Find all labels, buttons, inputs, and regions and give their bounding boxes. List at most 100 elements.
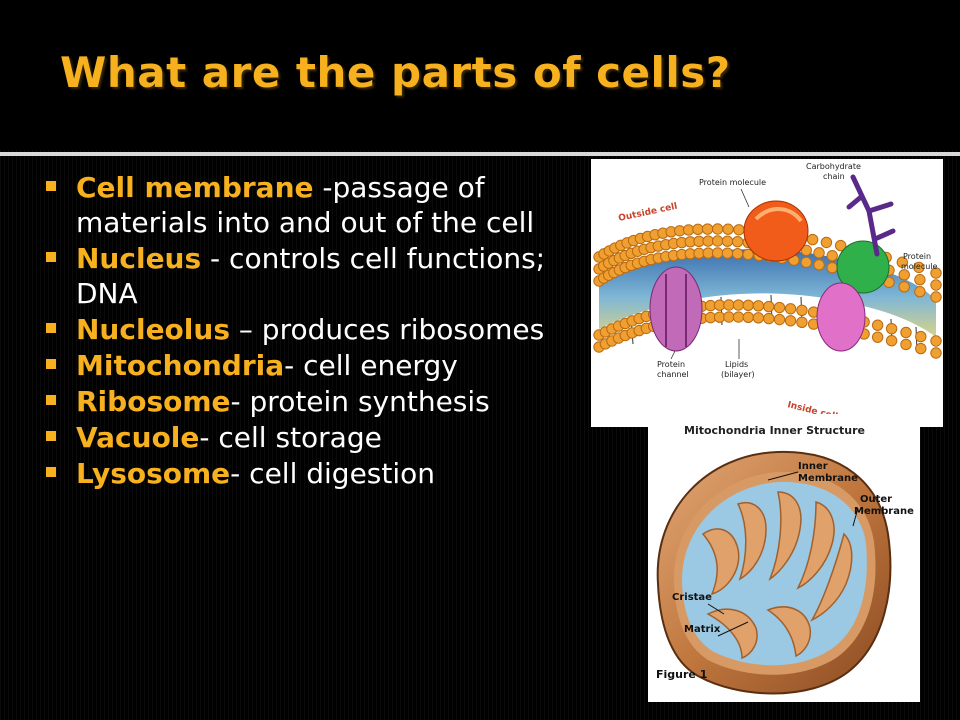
lipids-label-1: Lipids bbox=[725, 360, 748, 369]
lipids-label-2: (bilayer) bbox=[721, 370, 755, 379]
phospholipid-head-icon bbox=[742, 248, 754, 261]
bullet-text: - cell storage bbox=[199, 421, 382, 454]
phospholipid-head-icon bbox=[930, 335, 942, 347]
phospholipid-head-icon bbox=[900, 338, 912, 351]
bullet-item: Ribosome- protein synthesis bbox=[44, 384, 592, 419]
square-bullet-icon bbox=[46, 467, 56, 477]
phospholipid-head-icon bbox=[834, 239, 847, 252]
protein-channel-label-1: Protein bbox=[657, 360, 685, 369]
phospholipid-head-icon bbox=[731, 235, 744, 248]
phospholipid-head-icon bbox=[731, 247, 744, 260]
phospholipid-head-icon bbox=[711, 223, 724, 235]
matrix-label: Matrix bbox=[684, 624, 721, 635]
bullet-text: – produces ribosomes bbox=[230, 313, 545, 346]
protein-right-label-1: Protein bbox=[903, 252, 931, 261]
slide-title: What are the parts of cells? bbox=[60, 48, 731, 97]
square-bullet-icon bbox=[46, 359, 56, 369]
phospholipid-head-icon bbox=[930, 291, 942, 303]
phospholipid-head-icon bbox=[813, 247, 825, 259]
phospholipid-head-icon bbox=[752, 300, 765, 312]
phospholipid-head-icon bbox=[914, 286, 926, 298]
protein-channel-label-2: channel bbox=[657, 370, 689, 379]
phospholipid-head-icon bbox=[914, 274, 926, 286]
phospholipid-head-icon bbox=[773, 313, 786, 326]
phospholipid-head-icon bbox=[871, 319, 884, 331]
outside-cell-label: Outside cell bbox=[618, 202, 679, 224]
bullet-item: Mitochondria- cell energy bbox=[44, 348, 592, 383]
phospholipid-head-icon bbox=[732, 299, 745, 311]
bullet-term: Nucleolus bbox=[76, 313, 230, 346]
protein-molecule-label: Protein molecule bbox=[699, 178, 766, 187]
phospholipid-head-icon bbox=[896, 256, 908, 268]
outer-membrane-label-2: Membrane bbox=[854, 506, 914, 517]
phospholipid-head-icon bbox=[806, 233, 819, 246]
phospholipid-head-icon bbox=[800, 256, 812, 269]
phospholipid-head-icon bbox=[702, 235, 714, 247]
square-bullet-icon bbox=[46, 323, 56, 333]
bullet-text: - cell digestion bbox=[230, 457, 436, 490]
phospholipid-head-icon bbox=[915, 342, 927, 355]
phospholipid-head-icon bbox=[742, 299, 754, 311]
bullet-item: Lysosome- cell digestion bbox=[44, 456, 592, 491]
phospholipid-head-icon bbox=[930, 279, 942, 291]
inner-membrane-label-2: Membrane bbox=[798, 473, 858, 484]
outer-membrane-label-1: Outer bbox=[860, 494, 892, 505]
square-bullet-icon bbox=[46, 395, 56, 405]
inner-membrane-label-1: Inner bbox=[798, 461, 828, 472]
cristae-label: Cristae bbox=[672, 592, 712, 603]
phospholipid-head-icon bbox=[723, 299, 735, 311]
phospholipid-head-icon bbox=[763, 312, 775, 325]
phospholipid-head-icon bbox=[826, 261, 838, 274]
figure-caption: Figure 1 bbox=[656, 668, 707, 681]
phospholipid-head-icon bbox=[752, 312, 765, 324]
bullet-item: Vacuole- cell storage bbox=[44, 420, 592, 455]
phospholipid-head-icon bbox=[701, 223, 714, 235]
carbohydrate-label-1: Carbohydrate bbox=[806, 162, 861, 171]
phospholipid-head-icon bbox=[742, 311, 754, 323]
title-divider bbox=[0, 152, 960, 156]
phospholipid-head-icon bbox=[813, 259, 825, 271]
mitochondria-illustration: Mitochondria Inner Structure Inner Membr… bbox=[656, 424, 914, 695]
cell-membrane-figure: Outside cell Inside cell Protein molecul… bbox=[591, 159, 943, 427]
bullet-item: Cell membrane -passage of materials into… bbox=[44, 170, 592, 240]
bullet-text: - cell energy bbox=[284, 349, 458, 382]
phospholipid-head-icon bbox=[733, 224, 745, 236]
phospholipid-head-icon bbox=[885, 334, 898, 347]
square-bullet-icon bbox=[46, 252, 56, 262]
phospholipid-head-icon bbox=[721, 235, 734, 247]
phospholipid-head-icon bbox=[820, 236, 833, 249]
phospholipid-head-icon bbox=[871, 331, 884, 343]
bullet-item: Nucleolus – produces ribosomes bbox=[44, 312, 592, 347]
bullet-term: Mitochondria bbox=[76, 349, 285, 382]
carbohydrate-label-2: chain bbox=[823, 172, 845, 181]
phospholipid-head-icon bbox=[711, 247, 724, 259]
phospholipid-head-icon bbox=[930, 267, 942, 279]
cell-membrane-illustration: Outside cell Inside cell Protein molecul… bbox=[593, 162, 942, 422]
bullet-list: Cell membrane -passage of materials into… bbox=[44, 170, 592, 492]
phospholipid-head-icon bbox=[702, 247, 714, 259]
phospholipid-head-icon bbox=[900, 326, 912, 339]
phospholipid-head-icon bbox=[826, 249, 838, 262]
square-bullet-icon bbox=[46, 431, 56, 441]
bullet-text: -passage of materials into and out of th… bbox=[76, 171, 535, 239]
title-band bbox=[0, 0, 960, 150]
phospholipid-head-icon bbox=[692, 223, 704, 236]
bullet-text: - controls cell functions; DNA bbox=[76, 242, 546, 310]
bullet-term: Vacuole bbox=[76, 421, 200, 454]
bullet-text: - protein synthesis bbox=[230, 385, 490, 418]
phospholipid-head-icon bbox=[773, 301, 786, 314]
phospholipid-head-icon bbox=[722, 223, 734, 235]
phospholipid-head-icon bbox=[721, 247, 734, 259]
phospholipid-head-icon bbox=[885, 322, 898, 335]
phospholipid-head-icon bbox=[784, 303, 797, 315]
square-bullet-icon bbox=[46, 181, 56, 191]
phospholipid-head-icon bbox=[796, 316, 808, 328]
phospholipid-head-icon bbox=[784, 315, 797, 327]
phospholipid-head-icon bbox=[898, 281, 910, 293]
phospholipid-head-icon bbox=[898, 269, 910, 281]
mito-title: Mitochondria Inner Structure bbox=[684, 424, 865, 437]
protein-right-label-2: molecule bbox=[901, 262, 938, 271]
bullet-term: Cell membrane bbox=[76, 171, 314, 204]
bullet-item: Nucleus - controls cell functions; DNA bbox=[44, 241, 592, 311]
phospholipid-head-icon bbox=[732, 311, 745, 323]
